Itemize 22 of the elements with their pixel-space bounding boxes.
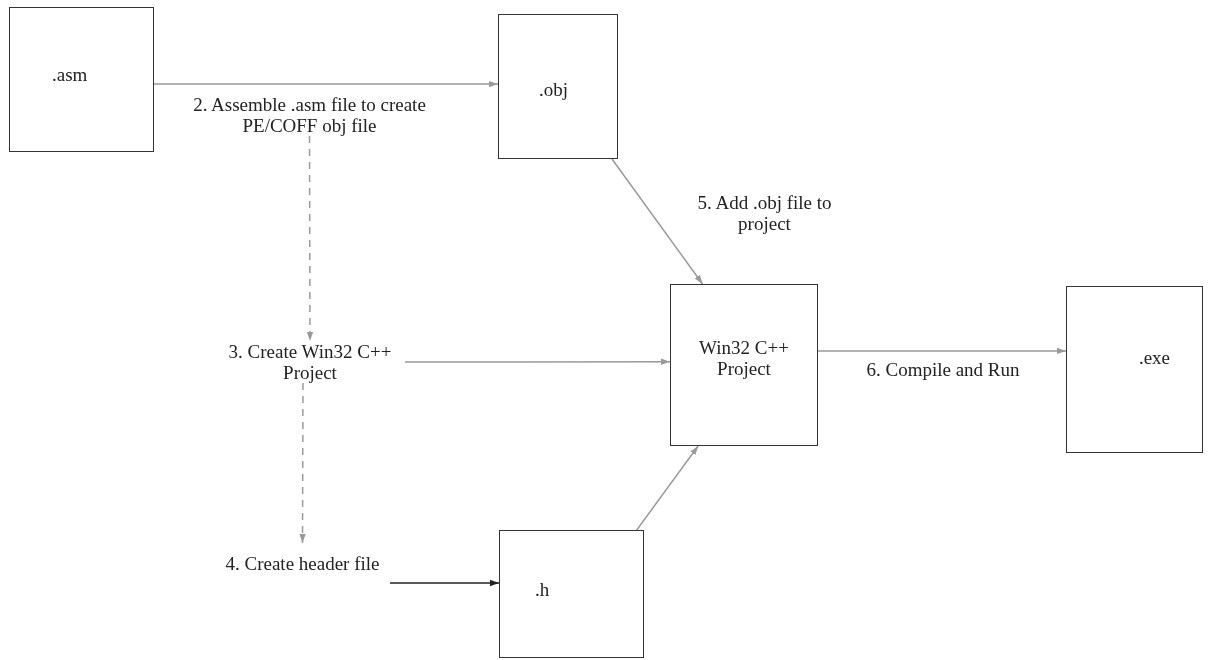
arrow <box>817 347 1067 355</box>
node-label: .h <box>535 579 550 601</box>
process-box <box>9 7 154 152</box>
arrow <box>611 158 704 285</box>
process-box <box>498 14 618 159</box>
process-box <box>1066 286 1203 453</box>
arrow <box>153 80 499 88</box>
process-box <box>670 284 818 446</box>
node-label: 4. Create header file <box>225 553 380 575</box>
node-label: 3. Create Win32 C++ Project <box>227 340 393 384</box>
node-label: .obj <box>539 79 569 101</box>
process-box <box>499 530 644 658</box>
edge-label: 5. Add .obj file to project <box>695 192 834 235</box>
node-label: 2. Assemble .asm file to create PE/COFF obj file <box>192 93 427 137</box>
arrow <box>636 445 699 531</box>
dashed-arrow <box>299 382 306 544</box>
arrow <box>404 358 671 365</box>
dashed-arrow <box>306 135 314 342</box>
node-label: .exe <box>1138 346 1171 369</box>
arrow <box>389 579 500 587</box>
node-label: .asm <box>52 64 88 86</box>
node-label: Win32 C++ Project <box>698 337 790 380</box>
